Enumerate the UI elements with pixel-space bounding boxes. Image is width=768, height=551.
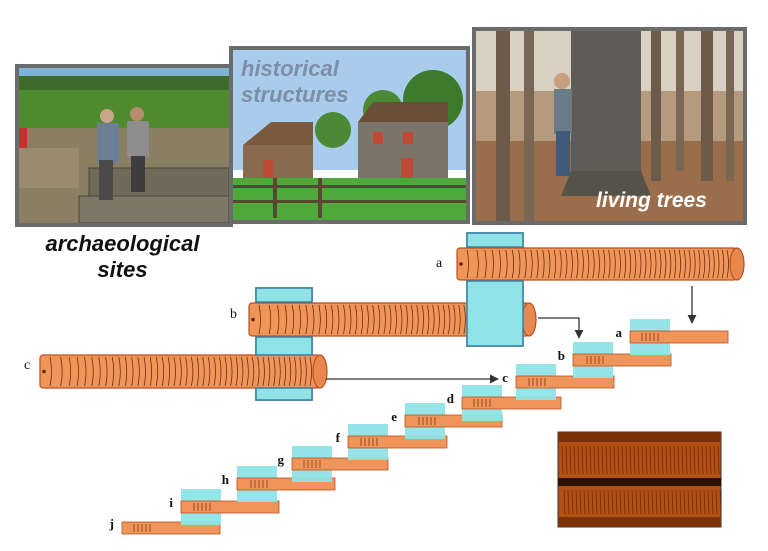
- chronology-segment: f: [336, 424, 448, 460]
- master-chronology: j i h g f e d c b a: [109, 319, 729, 535]
- arrow-b-to-chronology: [538, 317, 584, 339]
- chronology-label: h: [222, 472, 230, 487]
- chronology-label: a: [616, 325, 623, 340]
- historical-structures-image: [233, 50, 466, 220]
- chronology-segment: c: [502, 364, 615, 400]
- core-label-a: a: [436, 256, 443, 271]
- living-trees-label: living trees: [596, 189, 707, 212]
- chronology-segment: g: [278, 446, 389, 482]
- chronology-label: c: [502, 370, 508, 385]
- caption-line-2: sites: [97, 257, 148, 282]
- core-label-b: b: [230, 307, 237, 322]
- chronology-label: b: [558, 348, 565, 363]
- label-line-1: historical: [241, 56, 339, 81]
- overlap-zone-bc-bottom: [255, 387, 313, 401]
- core-c: [39, 354, 328, 389]
- chronology-segment: b: [558, 342, 672, 378]
- historical-structures-photo: historical structures: [229, 46, 470, 224]
- chronology-label: d: [447, 391, 455, 406]
- chronology-segment: a: [616, 319, 729, 355]
- core-b: [248, 302, 537, 337]
- chronology-label: i: [169, 495, 173, 510]
- ring-closeup-photo: [557, 431, 722, 528]
- historical-structures-label: historical structures: [241, 56, 349, 108]
- chronology-label: e: [391, 409, 397, 424]
- label-line-2: structures: [241, 82, 349, 107]
- archaeological-sites-photo: [15, 64, 233, 227]
- archaeological-sites-image: [19, 68, 229, 223]
- chronology-label: f: [336, 430, 341, 445]
- living-trees-image: [476, 31, 743, 221]
- chronology-label: g: [278, 452, 285, 467]
- caption-line-1: archaeological: [45, 231, 200, 256]
- core-label-c: c: [24, 358, 30, 373]
- overlap-zone-bc-mid: [255, 336, 313, 356]
- living-trees-photo: living trees: [472, 27, 747, 225]
- overlap-zone-ab-bottom: [466, 280, 524, 347]
- core-a: [456, 247, 745, 281]
- overlap-zone-ab-top: [466, 232, 524, 248]
- overlap-zone-bc-top: [255, 287, 313, 303]
- chronology-segment: i: [169, 489, 280, 525]
- archaeological-sites-caption: archaeological sites: [20, 231, 225, 283]
- chronology-label: j: [109, 516, 114, 531]
